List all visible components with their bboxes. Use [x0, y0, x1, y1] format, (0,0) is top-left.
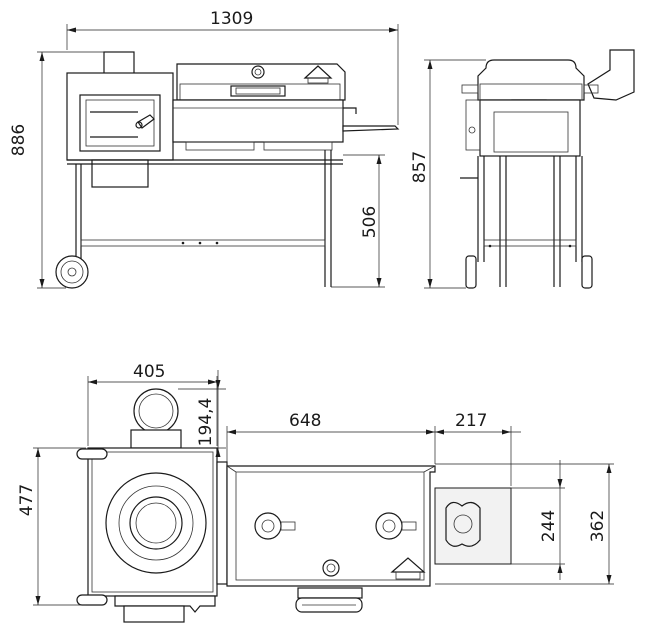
- dim-top-chimney-offset: 194,4: [178, 370, 226, 457]
- dim-label-244: 244: [539, 510, 559, 542]
- front-view: [55, 51, 400, 289]
- dim-label-405: 405: [133, 362, 165, 382]
- dim-top-shelf-width: 217: [435, 411, 521, 486]
- dim-front-width: 1309: [66, 9, 399, 125]
- dim-front-height: 886: [9, 51, 104, 289]
- dim-label-217: 217: [455, 411, 487, 431]
- dim-top-firebox-width: 405: [87, 362, 218, 446]
- dim-top-depth: 477: [17, 447, 86, 606]
- dim-label-857: 857: [410, 151, 430, 183]
- dim-label-1309: 1309: [210, 9, 253, 29]
- top-view: [76, 388, 512, 623]
- dim-top-grill-width: 648: [226, 411, 436, 464]
- dim-front-table-height: 506: [331, 154, 385, 288]
- dim-label-477: 477: [17, 484, 37, 516]
- side-view: [460, 49, 635, 289]
- dim-label-362: 362: [588, 510, 608, 542]
- dim-label-194-4: 194,4: [196, 398, 216, 447]
- dim-side-height: 857: [410, 59, 486, 289]
- dim-label-648: 648: [289, 411, 321, 431]
- dim-label-506: 506: [360, 206, 380, 238]
- dim-top-shelf-outer: 362: [435, 463, 614, 585]
- dim-label-886: 886: [9, 124, 29, 156]
- dim-top-shelf-inner: 244: [511, 460, 565, 580]
